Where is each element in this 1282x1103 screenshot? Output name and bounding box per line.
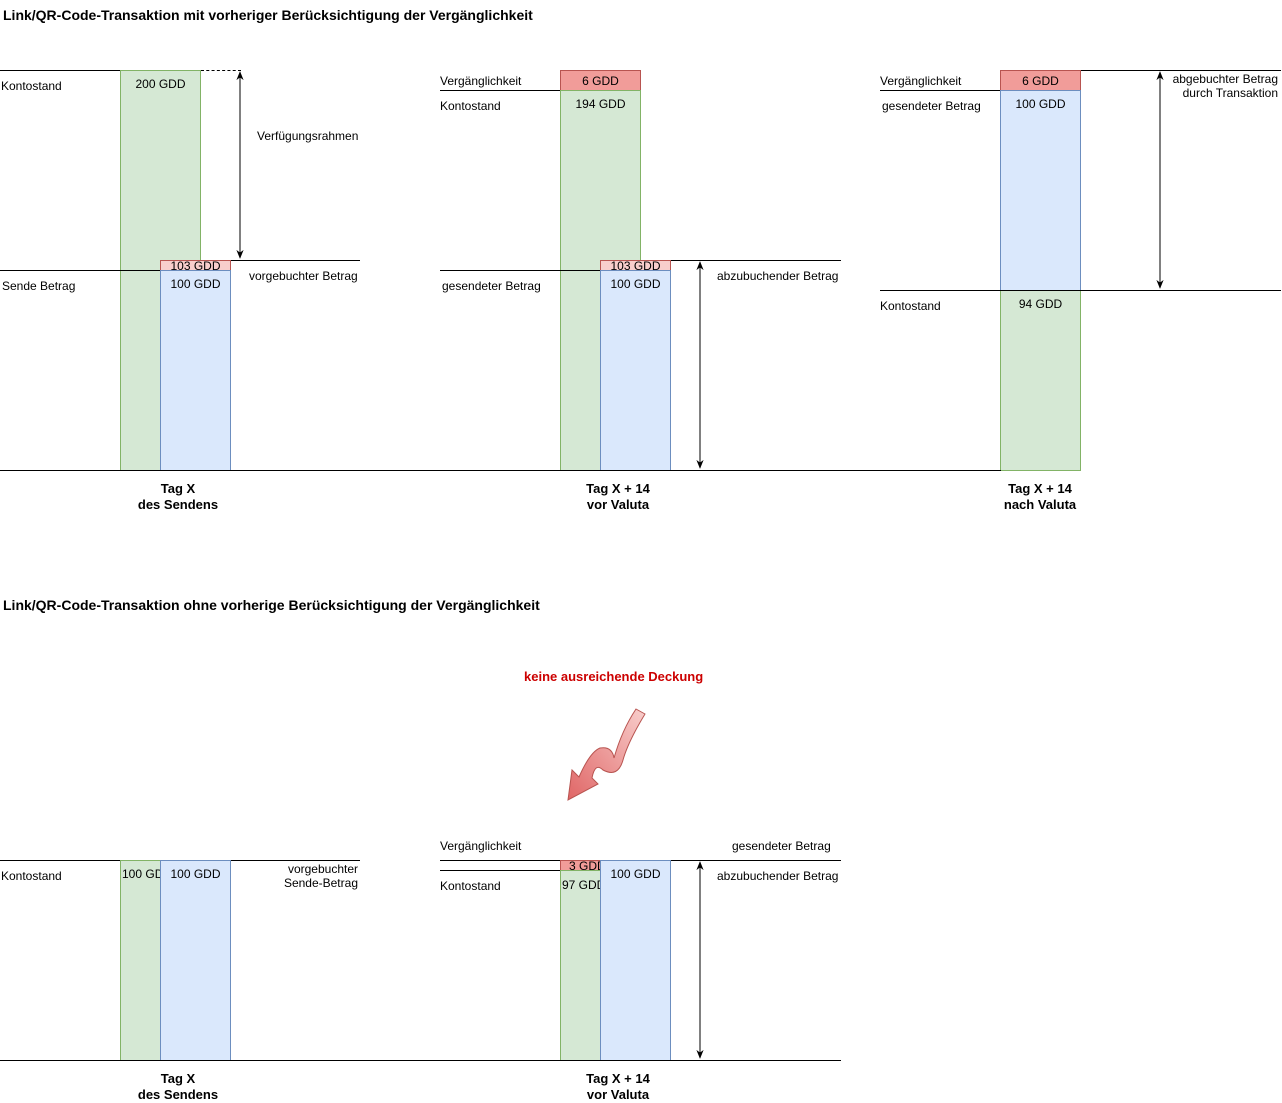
abzubuchender-betrag-label: abzubuchender Betrag	[717, 269, 839, 283]
baseline	[0, 470, 440, 471]
sent-amount-bar: 100 GDD	[1000, 90, 1081, 291]
kontostand-line	[880, 290, 1281, 291]
top-line	[440, 860, 560, 861]
gesendeter-betrag-label: gesendeter Betrag	[442, 279, 541, 293]
baseline	[440, 470, 880, 471]
top-line	[0, 70, 120, 71]
day-label: Tag X des Sendens	[137, 1071, 219, 1102]
day-label: Tag X des Sendens	[137, 481, 219, 512]
baseline	[440, 1060, 841, 1061]
balance-bar: 100 GDD	[120, 860, 161, 1061]
prebooked-line	[231, 860, 360, 861]
kontostand-label: Kontostand	[440, 99, 501, 113]
vergaenglichkeit-label: Vergänglichkeit	[880, 74, 962, 88]
debit-line	[671, 260, 841, 261]
day-label: Tag X + 14 vor Valuta	[586, 481, 650, 512]
sent-amount-bar: 100 GDD	[600, 270, 671, 471]
sent-line	[440, 270, 600, 271]
sent-value: 100 GDD	[610, 277, 661, 291]
abgebuchter-betrag-label: abgebuchter Betrag durch Transaktion	[1172, 72, 1278, 100]
gesendeter-betrag-label: gesendeter Betrag	[732, 839, 831, 853]
decay-line	[880, 90, 1000, 91]
decay-bar: 6 GDD	[1000, 70, 1081, 91]
kontostand-label: Kontostand	[440, 879, 501, 893]
balance-value: 100 GDD	[122, 867, 160, 881]
balance-value: 94 GDD	[1018, 297, 1063, 311]
warning-label: keine ausreichende Deckung	[524, 669, 704, 684]
sent-amount-bar: 100 GDD	[160, 860, 231, 1061]
decay-bar: 6 GDD	[560, 70, 641, 91]
sent-amount-bar: 100 GDD	[160, 270, 231, 471]
sent-value: 100 GDD	[610, 867, 661, 881]
section1-title: Link/QR-Code-Transaktion mit vorheriger …	[3, 7, 533, 23]
balance-value: 97 GDD	[562, 878, 600, 892]
decay-line	[440, 90, 560, 91]
decay-value: 3 GDD	[569, 859, 600, 873]
sent-amount-bar: 100 GDD	[600, 860, 671, 1061]
vorgebuchter-sende-betrag-label: vorgebuchter Sende-Betrag	[283, 862, 358, 890]
baseline	[880, 470, 1001, 471]
send-line	[0, 270, 160, 271]
prebooked-line	[231, 260, 360, 261]
kontostand-label: Kontostand	[1, 79, 62, 93]
kontostand-label: Kontostand	[880, 299, 941, 313]
dashed-line	[201, 70, 241, 71]
balance-value: 200 GDD	[135, 77, 186, 91]
prebooked-value: 103 GDD	[170, 259, 221, 273]
sent-value: 100 GDD	[1015, 97, 1066, 111]
sende-betrag-label: Sende Betrag	[2, 279, 76, 293]
decay-line	[440, 870, 560, 871]
section2-title: Link/QR-Code-Transaktion ohne vorherige …	[3, 597, 540, 613]
decay-value: 6 GDD	[1022, 74, 1059, 88]
prebooked-value: 103 GDD	[610, 259, 661, 273]
baseline	[0, 1060, 440, 1061]
lightning-bolt-icon	[567, 708, 646, 801]
verfuegungsrahmen-label: Verfügungsrahmen	[257, 129, 359, 143]
sent-value: 100 GDD	[170, 277, 221, 291]
day-label: Tag X + 14 vor Valuta	[586, 1071, 650, 1102]
balance-bar: 97 GDD	[560, 870, 601, 1061]
sent-value: 100 GDD	[170, 867, 221, 881]
vergaenglichkeit-label: Vergänglichkeit	[440, 839, 522, 853]
balance-bar: 94 GDD	[1000, 290, 1081, 471]
vorgebuchter-betrag-label: vorgebuchter Betrag	[249, 269, 358, 283]
top-line	[1081, 70, 1281, 71]
gesendeter-betrag-label: gesendeter Betrag	[882, 99, 981, 113]
debit-line	[671, 860, 841, 861]
top-line	[0, 860, 120, 861]
day-label: Tag X + 14 nach Valuta	[1003, 481, 1077, 512]
decay-value: 6 GDD	[582, 74, 619, 88]
abzubuchender-betrag-label: abzubuchender Betrag	[717, 869, 839, 883]
balance-value: 194 GDD	[575, 97, 626, 111]
vergaenglichkeit-label: Vergänglichkeit	[440, 74, 522, 88]
kontostand-label: Kontostand	[1, 869, 62, 883]
